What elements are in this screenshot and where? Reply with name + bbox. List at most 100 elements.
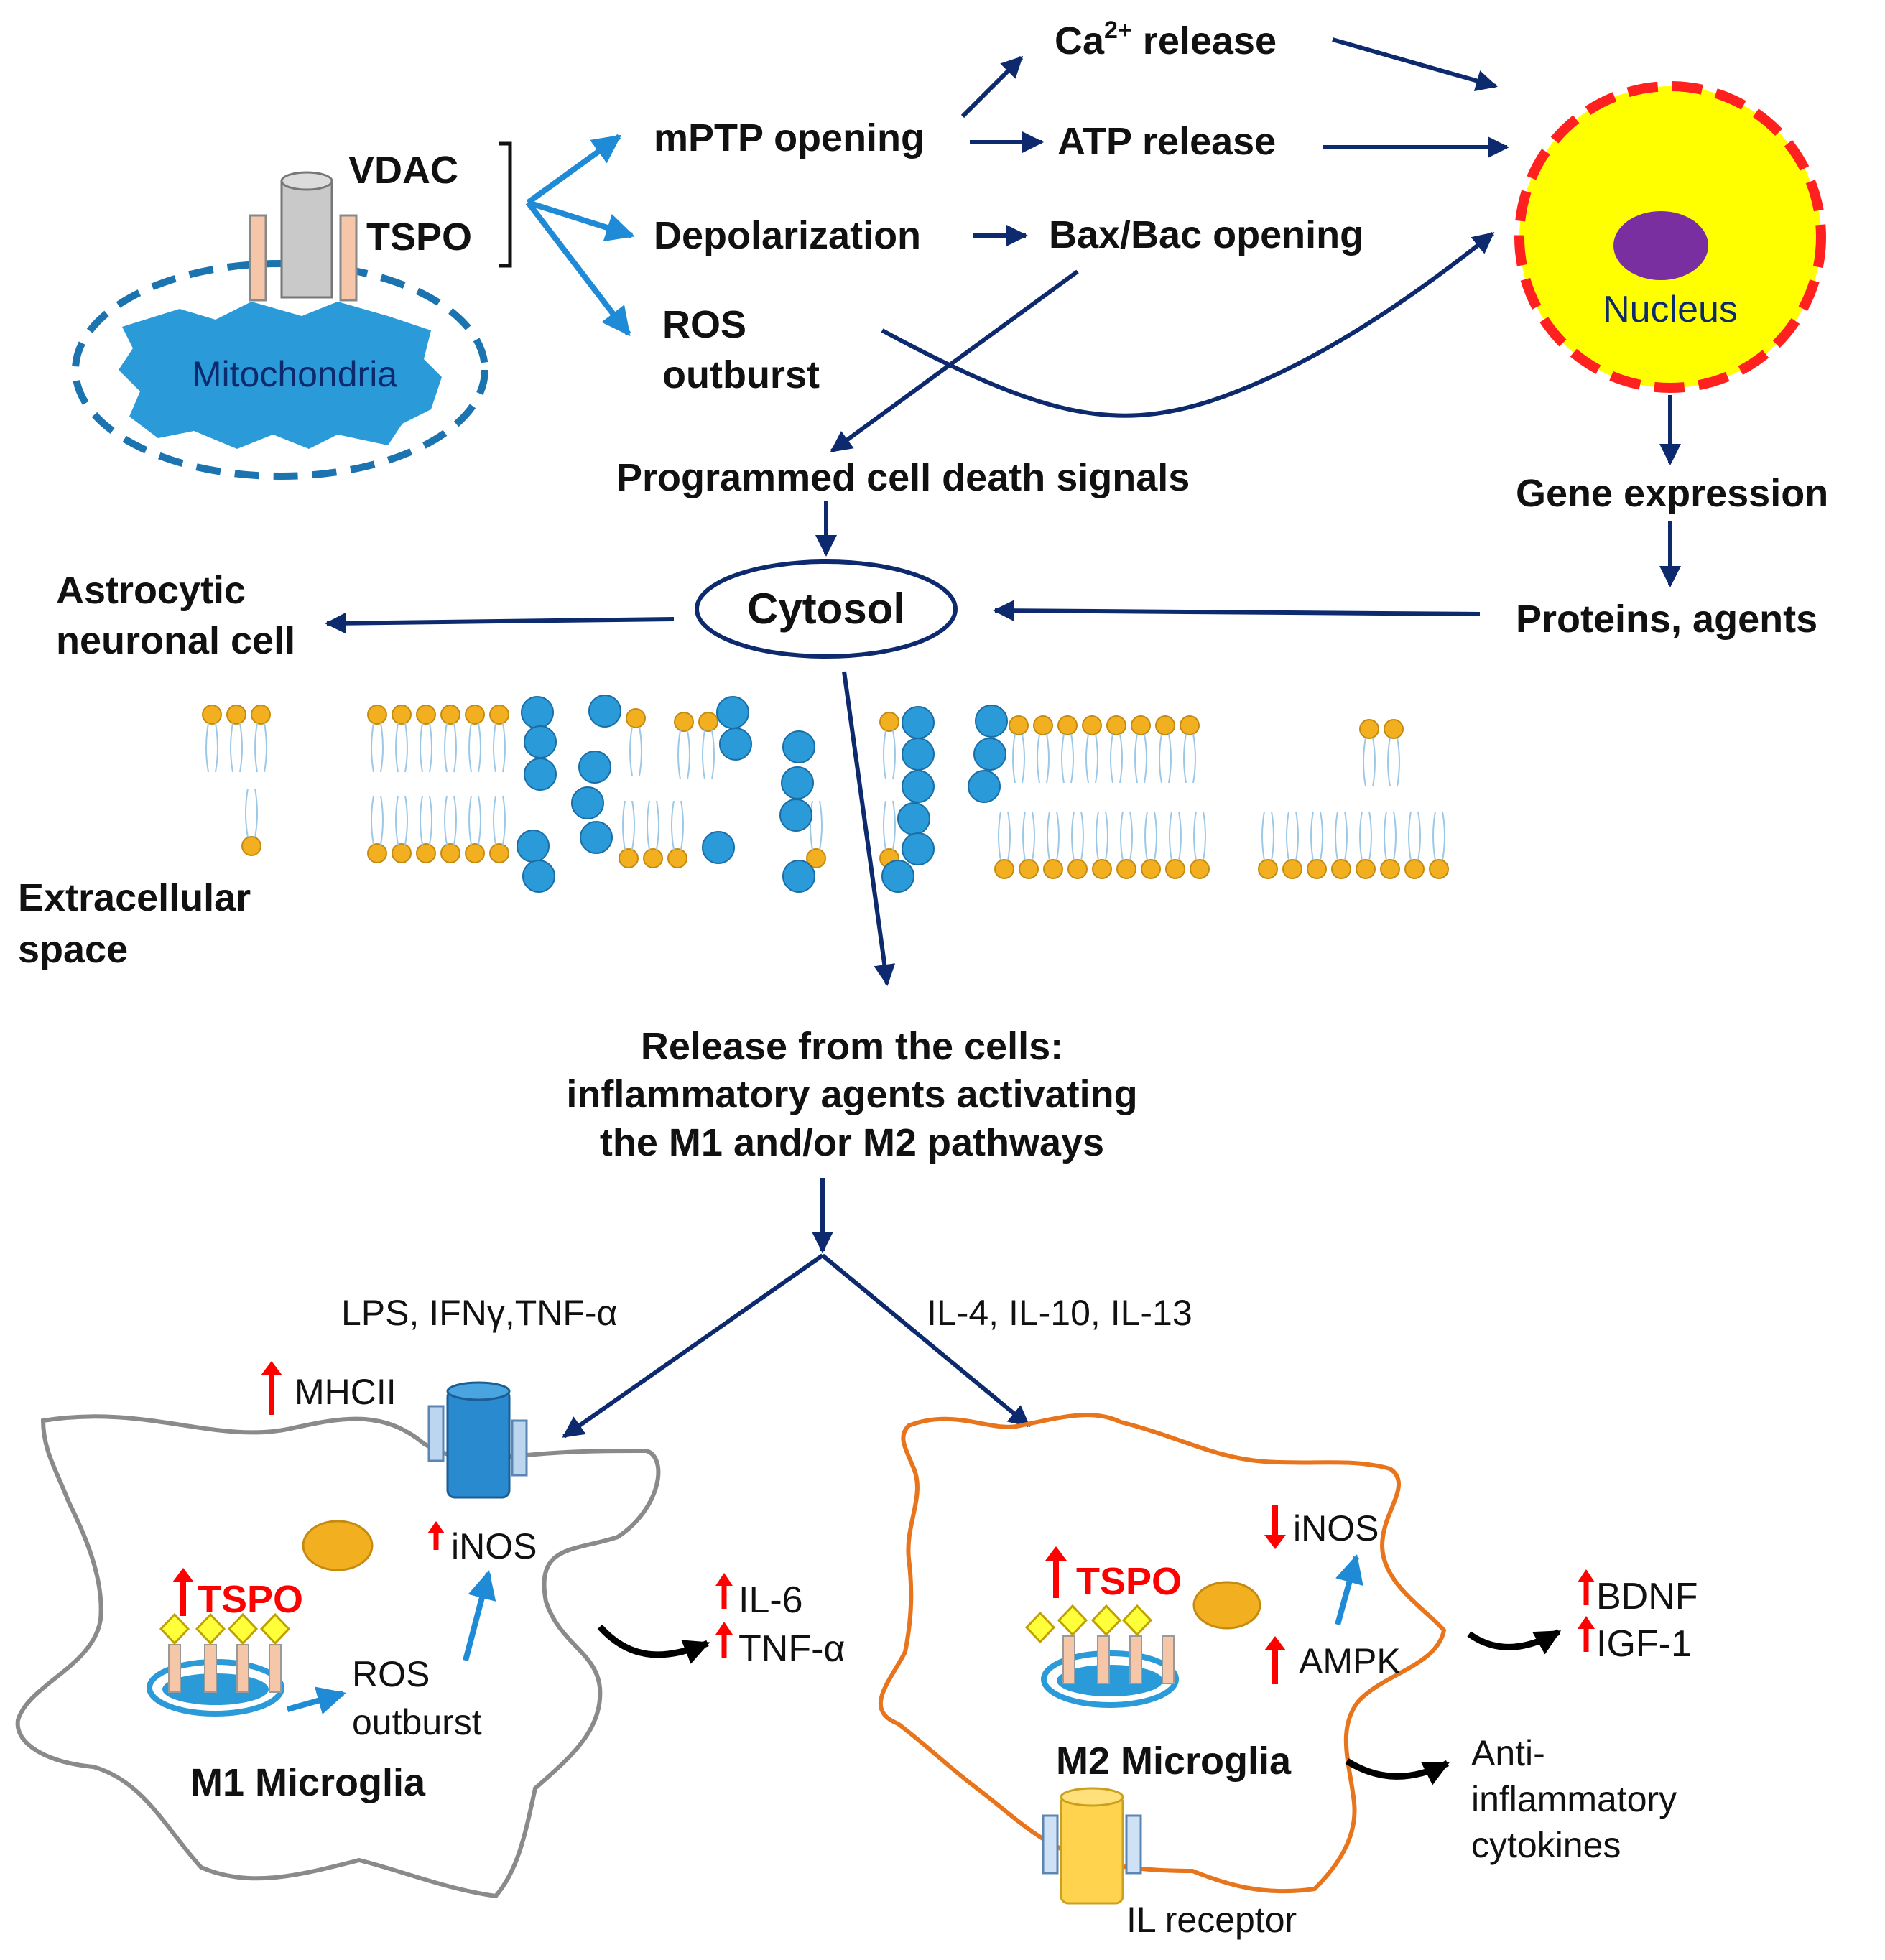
m1-tspo-bar-4	[269, 1644, 282, 1693]
astrocytic-label-line2: neuronal cell	[56, 619, 295, 662]
membrane-protein	[897, 802, 930, 835]
lipid-head	[392, 705, 412, 725]
arrow-to-mptp	[526, 134, 622, 205]
m2-tspo-up-arrowhead	[1045, 1546, 1067, 1561]
depolarization-label: Depolarization	[654, 214, 921, 257]
membrane-protein	[781, 766, 814, 799]
lipid-head	[1082, 715, 1102, 735]
lipid-tail	[468, 723, 472, 773]
lipid-tail	[1144, 811, 1148, 861]
m2-tspo-bar-4	[1162, 1635, 1175, 1684]
lipid-head	[1384, 719, 1404, 739]
lipid-head	[202, 705, 222, 725]
lipid-tail	[1154, 811, 1157, 861]
astrocytic-label-line1: Astrocytic	[56, 569, 246, 612]
lipid-tail	[1056, 811, 1060, 861]
m1-microglia: MHCII iNOS TSPO ROS outburst M1 Microgli…	[15, 1372, 845, 1899]
tspo-right-bar	[339, 214, 358, 302]
lipid-tail	[380, 795, 384, 845]
lipid-tail	[371, 795, 374, 845]
lipid-tail	[444, 723, 448, 773]
lipid-head	[1106, 715, 1126, 735]
bdnf-up-arrowhead	[1578, 1569, 1595, 1582]
m2-title: M2 Microglia	[1056, 1740, 1292, 1783]
bax-label: Bax/Bac opening	[1049, 213, 1363, 256]
arrow-bax-to-pcd	[830, 269, 1079, 453]
lipid-tail	[395, 795, 399, 845]
m2-tspo-label: TSPO	[1076, 1560, 1182, 1603]
igf1-up-arrowhead	[1578, 1616, 1595, 1629]
membrane-protein	[521, 696, 554, 729]
lipid-tail	[892, 730, 896, 780]
m2-organelle	[1192, 1581, 1261, 1630]
lipid-head	[698, 712, 718, 732]
tspo-left-bar	[249, 214, 267, 302]
lipid-tail	[1335, 811, 1338, 861]
ros-label-line1: ROS	[662, 303, 746, 346]
lipid-head	[1057, 715, 1078, 735]
mitochondria-body	[119, 302, 442, 449]
lipid-tail	[371, 723, 374, 773]
lipid-tail	[819, 800, 823, 850]
lipid-tail	[239, 723, 243, 773]
m1-inos-label: iNOS	[451, 1526, 537, 1566]
m1-title: M1 Microglia	[190, 1761, 426, 1804]
lipid-head	[994, 859, 1014, 879]
lipid-tail	[1372, 737, 1376, 787]
lipid-head	[1282, 859, 1302, 879]
m2-secretion-arrow-top	[1467, 1629, 1562, 1655]
lipid-head	[674, 712, 694, 732]
m1-organelle	[302, 1520, 374, 1571]
release-line3: the M1 and/or M2 pathways	[600, 1121, 1104, 1164]
lipid-tail	[1095, 733, 1098, 784]
lipid-tail	[1047, 811, 1050, 861]
lipid-tail	[629, 726, 633, 776]
lipid-tail	[1144, 733, 1147, 784]
arrow-proteins-to-cytosol	[993, 600, 1481, 622]
lipid-tail	[404, 795, 408, 845]
m2-cell-outline	[878, 1413, 1447, 1894]
lipid-head	[1141, 859, 1161, 879]
m1-stimuli-label: LPS, IFNγ,TNF-α	[341, 1293, 617, 1333]
lipid-tail	[1363, 737, 1366, 787]
lipid-tail	[230, 723, 233, 773]
lipid-head	[465, 705, 485, 725]
lipid-head	[251, 705, 271, 725]
mhcii-right-tab	[511, 1419, 528, 1477]
mhcii-label: MHCII	[295, 1372, 397, 1412]
lipid-head	[1307, 859, 1327, 879]
lipid-tail	[1261, 811, 1265, 861]
regulation-arrows	[172, 1361, 1595, 1684]
m1-tspo-up-arrowhead	[172, 1568, 194, 1582]
membrane-protein	[522, 860, 555, 893]
lipid-head	[465, 843, 485, 863]
lipid-head	[806, 848, 826, 868]
lipid-tail	[1071, 811, 1075, 861]
lipid-tail	[1046, 733, 1050, 784]
lipid-tail	[1085, 733, 1089, 784]
lipid-tail	[478, 723, 481, 773]
m1-ligand-3	[227, 1612, 259, 1645]
lipid-tail	[639, 726, 642, 776]
lipid-tail	[215, 723, 218, 773]
m2-ligand-4	[1121, 1604, 1153, 1637]
cytosol-label: Cytosol	[747, 585, 905, 633]
lipid-tail	[1442, 811, 1445, 861]
bracket	[499, 141, 512, 268]
lipid-tail	[1037, 733, 1040, 784]
lipid-head	[626, 708, 646, 728]
lipid-tail	[502, 723, 506, 773]
membrane-protein	[580, 821, 613, 854]
m2-tspo-bar-2	[1097, 1635, 1110, 1684]
lipid-tail	[1080, 811, 1084, 861]
lipid-tail	[420, 795, 423, 845]
lipid-tail	[502, 795, 506, 845]
arrow-to-ros	[525, 200, 631, 337]
lipid-head	[416, 843, 436, 863]
m2-ligand-3	[1090, 1604, 1122, 1637]
lipid-tail	[622, 800, 626, 850]
arrow-ca-to-nucleus	[1332, 37, 1498, 91]
m1-tspo-bar-1	[168, 1644, 181, 1693]
lipid-tail	[420, 723, 423, 773]
